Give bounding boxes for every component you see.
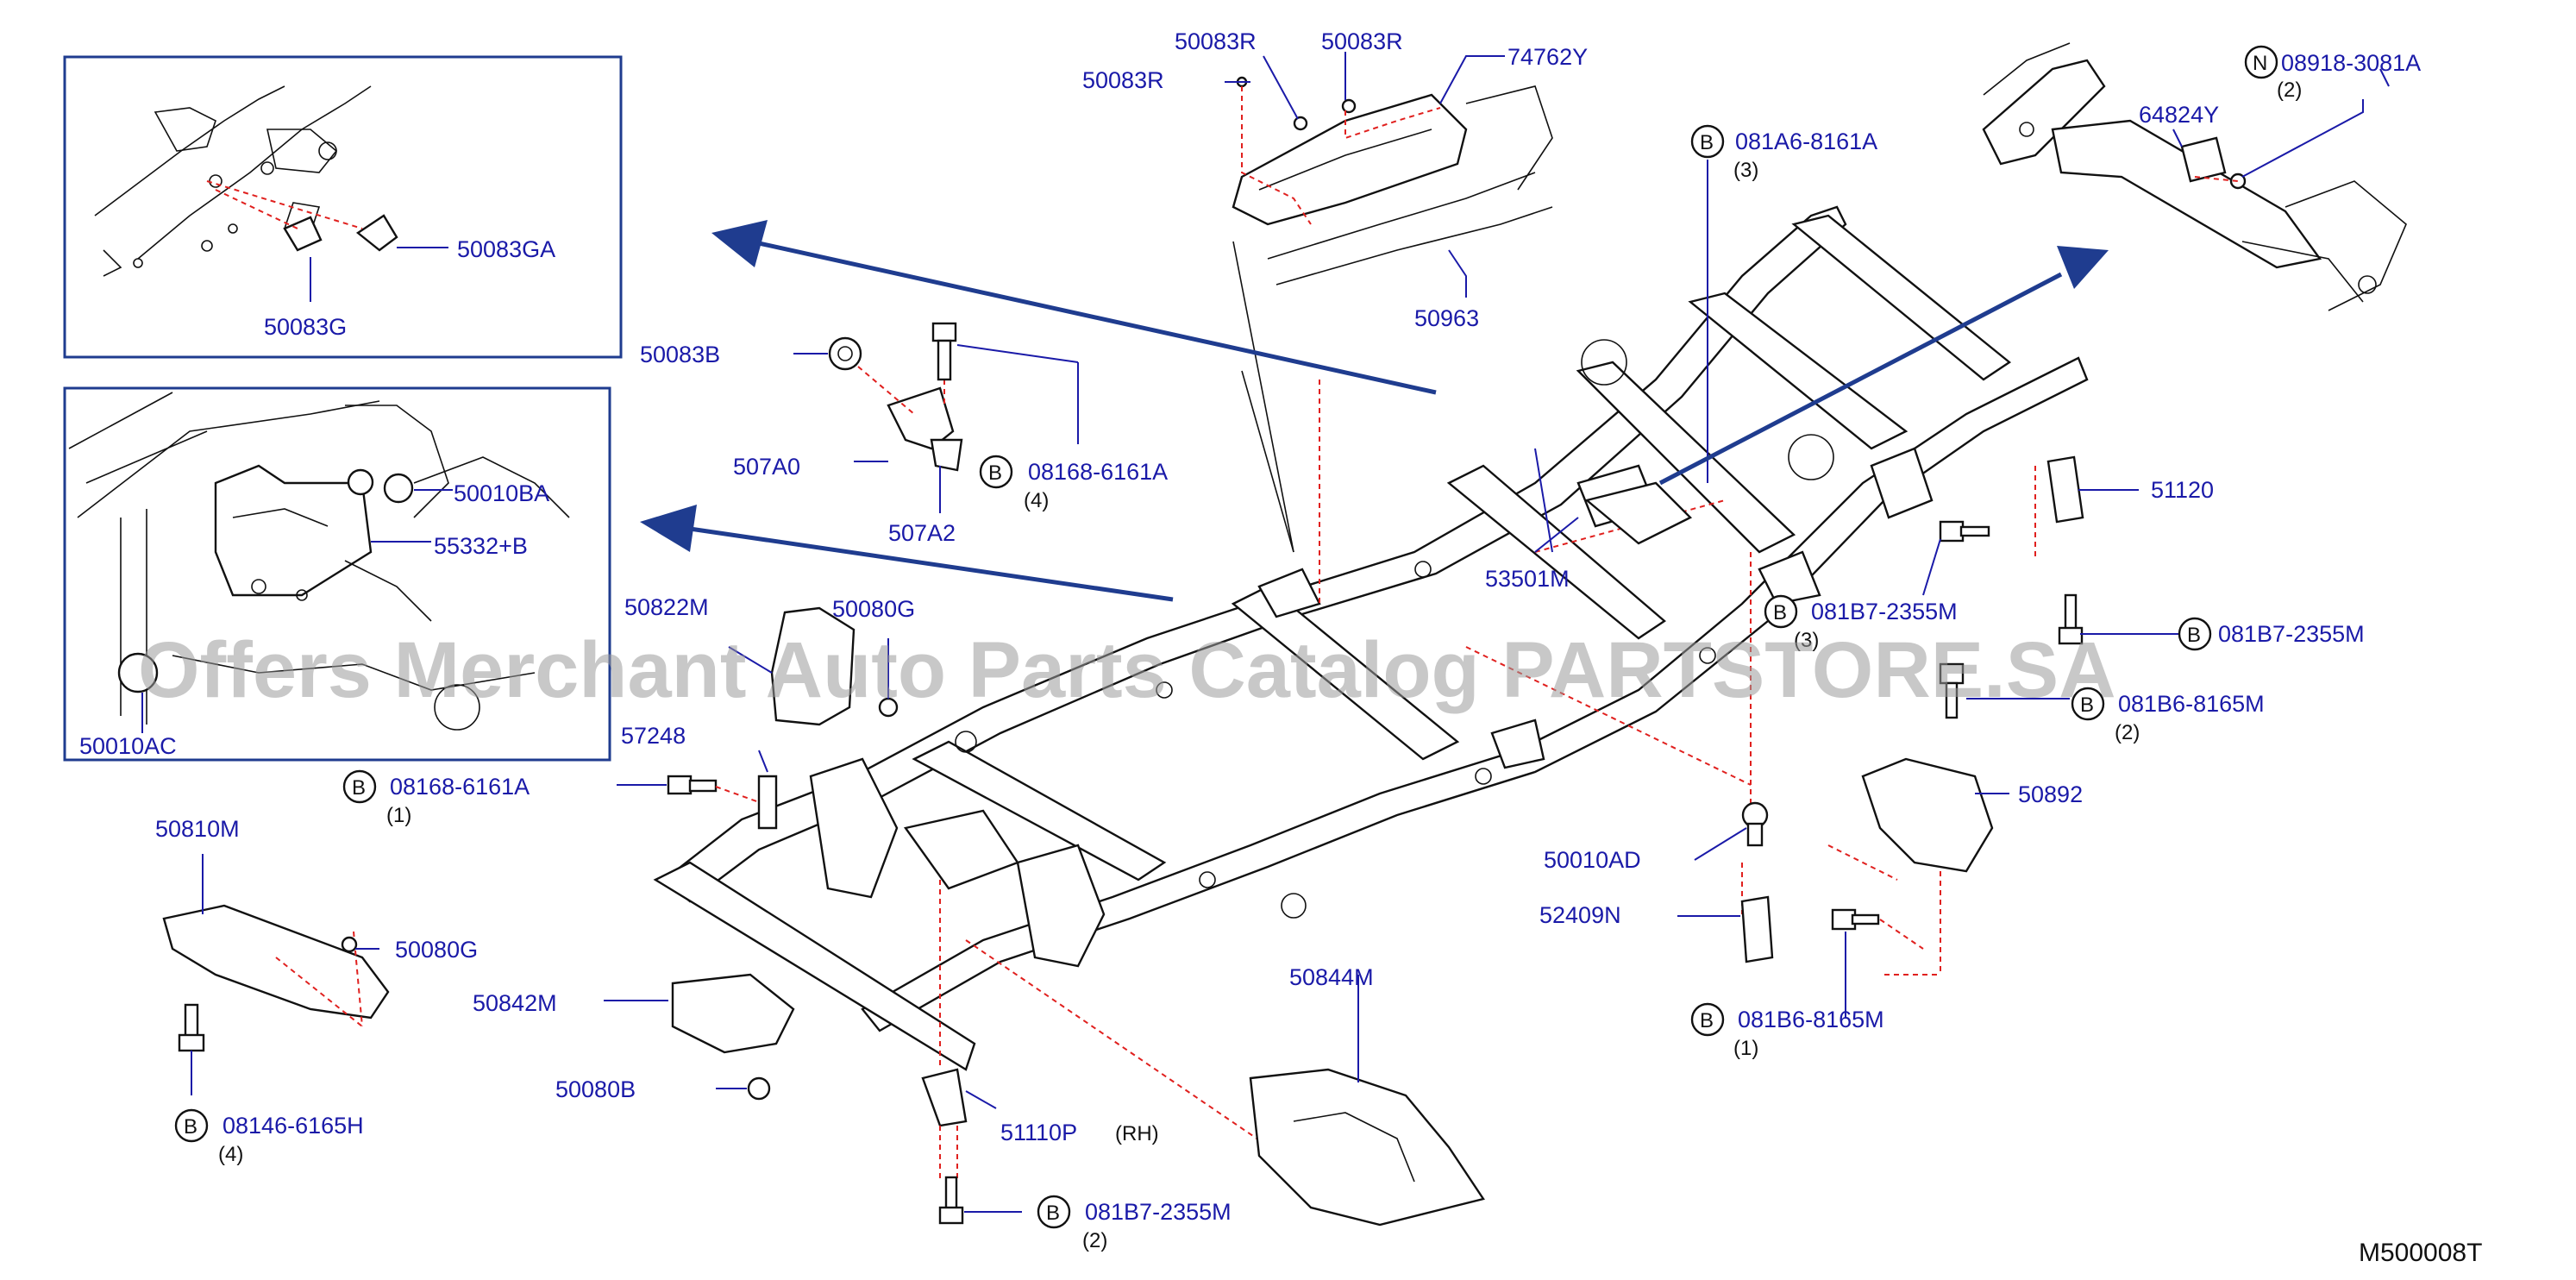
b-symbol-icon bbox=[2071, 687, 2105, 721]
qty-081B6-8165M-b: (1) bbox=[1733, 1037, 1758, 1060]
label-50844M: 50844M bbox=[1289, 964, 1374, 990]
label-50083R-a: 50083R bbox=[1082, 67, 1164, 93]
label-08168-6161A-b: 08168-6161A bbox=[390, 774, 530, 800]
label-50810M: 50810M bbox=[155, 816, 240, 842]
heat-shield-detail bbox=[1225, 52, 1553, 298]
label-081B7-2355M-a: 081B7-2355M bbox=[1811, 599, 1958, 624]
label-50083R-b: 50083R bbox=[1175, 28, 1257, 54]
label-50842M: 50842M bbox=[473, 990, 557, 1016]
qty-08146-6165H: (4) bbox=[218, 1143, 243, 1166]
label-081B7-2355M-c: 081B7-2355M bbox=[1085, 1199, 1232, 1225]
n-symbol-icon bbox=[2244, 45, 2278, 79]
detail-inset-clips bbox=[63, 55, 623, 359]
b-symbol: B bbox=[352, 776, 366, 800]
label-74762Y: 74762Y bbox=[1507, 44, 1588, 70]
label-507A0: 507A0 bbox=[733, 454, 800, 480]
label-08146-6165H: 08146-6165H bbox=[223, 1113, 364, 1139]
label-50963: 50963 bbox=[1414, 305, 1479, 331]
b-symbol-icon bbox=[1690, 124, 1725, 159]
label-50083B: 50083B bbox=[640, 342, 720, 367]
qty-081A6-8161A: (3) bbox=[1733, 159, 1758, 182]
label-081B6-8165M-b: 081B6-8165M bbox=[1738, 1007, 1884, 1032]
label-50010AD: 50010AD bbox=[1544, 847, 1641, 873]
qty-08168-6161A-b: (1) bbox=[386, 804, 411, 827]
qty-081B7-2355M-a: (3) bbox=[1794, 629, 1819, 652]
label-50892: 50892 bbox=[2018, 781, 2083, 807]
label-50080G-top: 50080G bbox=[832, 596, 915, 622]
label-08918-3081A: 08918-3081A bbox=[2281, 50, 2421, 76]
b-symbol: B bbox=[988, 461, 1002, 485]
reference-arrows bbox=[640, 220, 2109, 602]
b-symbol-icon bbox=[342, 769, 377, 804]
qty-081B6-8165M-a: (2) bbox=[2115, 721, 2140, 744]
label-52409N: 52409N bbox=[1539, 902, 1621, 928]
label-50080B: 50080B bbox=[555, 1076, 636, 1102]
chassis-frame bbox=[653, 205, 2089, 1071]
b-symbol: B bbox=[1773, 601, 1787, 624]
label-081A6-8161A: 081A6-8161A bbox=[1735, 129, 1877, 154]
detail-inset-mount bbox=[63, 386, 611, 762]
label-51110P: 51110P bbox=[1000, 1120, 1077, 1145]
label-507A2: 507A2 bbox=[888, 520, 956, 546]
b-symbol: B bbox=[2187, 624, 2201, 647]
label-08168-6161A-a: 08168-6161A bbox=[1028, 459, 1168, 485]
components bbox=[162, 68, 2390, 1227]
b-symbol: B bbox=[2080, 693, 2094, 717]
b-symbol-icon bbox=[1037, 1195, 1071, 1229]
qty-081B7-2355M-c: (2) bbox=[1082, 1229, 1107, 1252]
label-53501M: 53501M bbox=[1485, 566, 1570, 592]
diagram-code: M500008T bbox=[2359, 1239, 2482, 1267]
qty-08168-6161A-a: (4) bbox=[1024, 489, 1049, 512]
label-55332+B: 55332+B bbox=[434, 533, 528, 559]
b-symbol-icon bbox=[1690, 1002, 1725, 1037]
label-50083R-c: 50083R bbox=[1321, 28, 1403, 54]
label-50010BA: 50010BA bbox=[454, 480, 549, 506]
qty-08918-3081A: (2) bbox=[2277, 78, 2302, 102]
b-symbol: B bbox=[1700, 131, 1714, 154]
label-081B7-2355M-b: 081B7-2355M bbox=[2218, 621, 2365, 647]
b-symbol: B bbox=[1046, 1202, 1060, 1225]
b-symbol-icon bbox=[979, 455, 1013, 489]
label-rh: (RH) bbox=[1115, 1122, 1159, 1145]
part-number-labels: 50083R 50083R 50083R 74762Y 50963 N 0891… bbox=[79, 28, 2421, 1252]
label-64824Y: 64824Y bbox=[2139, 102, 2219, 128]
b-symbol-icon bbox=[2178, 617, 2212, 651]
b-symbol-icon bbox=[1764, 594, 1798, 629]
label-51120: 51120 bbox=[2151, 477, 2214, 503]
watermark: Offers Merchant Auto Parts Catalog PARTS… bbox=[138, 626, 2116, 714]
rear-crossmember-detail bbox=[1982, 42, 2407, 311]
label-50083GA: 50083GA bbox=[457, 236, 555, 262]
b-symbol: B bbox=[184, 1115, 197, 1139]
label-50080G-bottom: 50080G bbox=[395, 937, 478, 963]
label-50822M: 50822M bbox=[624, 594, 709, 620]
label-50083G: 50083G bbox=[264, 314, 347, 340]
b-symbol-icon bbox=[174, 1108, 209, 1143]
label-50010AC: 50010AC bbox=[79, 733, 177, 759]
label-081B6-8165M-a: 081B6-8165M bbox=[2118, 691, 2265, 717]
b-symbol: B bbox=[1700, 1009, 1714, 1032]
n-symbol: N bbox=[2253, 52, 2267, 75]
label-57248: 57248 bbox=[621, 723, 686, 749]
